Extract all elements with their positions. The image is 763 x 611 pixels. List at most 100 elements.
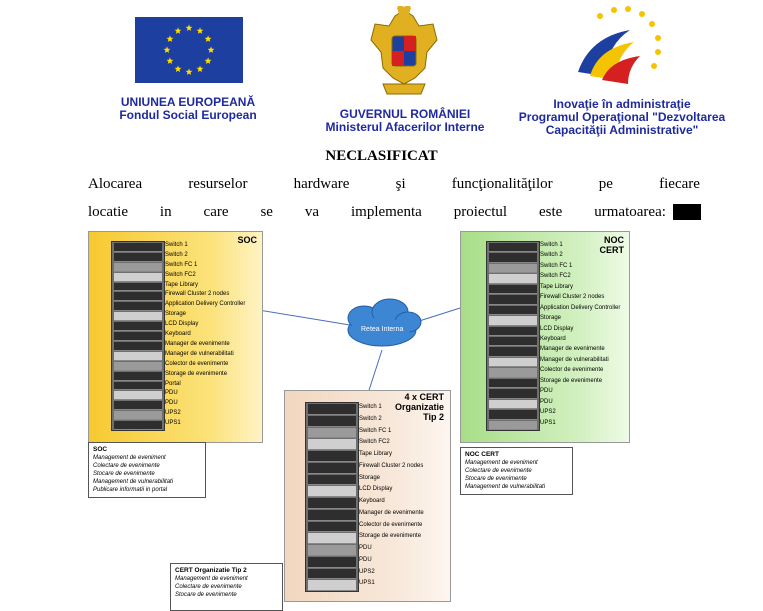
po-dca-logo [570, 2, 670, 92]
cert-device-label: Storage [359, 474, 381, 481]
gov-caption-line2: Ministerul Afacerilor Interne [325, 120, 485, 134]
soc-label: SOC [237, 235, 257, 245]
cert-device-label: UPS2 [359, 568, 375, 575]
soc-device-label: Switch FC2 [165, 271, 196, 278]
noc-device-label: Tape Library [540, 283, 574, 290]
cert-label: 4 x CERT Organizatie Tip 2 [386, 392, 444, 422]
soc-rack-unit [114, 282, 162, 292]
noc-device-label: Storage de evenimente [540, 377, 603, 384]
eu-caption-line1: UNIUNEA EUROPEANĂ [120, 95, 256, 109]
paragraph-line-2-word: este [539, 204, 563, 220]
noc-device-label: Manager de evenimente [540, 346, 605, 353]
cert-rack-unit [308, 509, 356, 521]
noc-rack [486, 241, 540, 431]
cert-device-label: Tape Library [359, 451, 393, 457]
soc-device-label: UPS2 [165, 410, 181, 417]
soc-device-label: Storage de evenimente [165, 370, 228, 377]
cert-device-label: Storage de evenimente [359, 533, 422, 540]
cert-rack-unit [308, 545, 356, 556]
soc-device-label: Storage [165, 311, 187, 318]
network-label: Retea Interna [361, 326, 404, 333]
cert-device-label: LCD Display [359, 486, 393, 493]
paragraph-line-2-word: va [304, 204, 320, 220]
soc-legend-item: Management de vulnerabilitati [93, 479, 174, 485]
po-caption-line3: Capacităţii Administrative" [545, 123, 699, 137]
paragraph-line-2-word: implementa [350, 204, 422, 220]
paragraph-line-2-word: care [203, 204, 229, 220]
soc-rack-unit [114, 322, 162, 332]
noc-device-label: Keyboard [540, 336, 566, 342]
noc-rack-unit [489, 274, 537, 284]
cert-label-line1: 4 x CERT [404, 392, 444, 402]
soc-device-label: Firewall Cluster 2 nodes [165, 291, 230, 298]
noc-rack-unit [489, 263, 537, 274]
soc-rack-unit [114, 262, 162, 272]
eu-star-icon [174, 27, 182, 34]
noc-rack-unit [489, 389, 537, 399]
noc-legend-item: Stocare de evenimente [465, 476, 527, 482]
cert-legend-item: Stocare de evenimente [175, 592, 237, 598]
po-caption: Inovaţie în administraţie Programul Oper… [505, 98, 739, 137]
soc-rack-unit [114, 371, 162, 381]
soc-device-label: Manager de evenimente [165, 340, 230, 347]
soc-device-label: Switch 2 [165, 251, 188, 258]
paragraph-line-1-word: pe [598, 176, 613, 192]
noc-rack-unit [489, 399, 537, 410]
cert-rack-unit [308, 486, 356, 497]
paragraph-line-2-word: locatie [88, 204, 128, 220]
eu-star-icon [196, 65, 204, 72]
noc-rack-unit [489, 368, 537, 378]
noc-device-label: PDU [540, 398, 553, 405]
paragraph-line-1-word: resurselor [188, 176, 248, 192]
noc-device-label: Switch FC2 [540, 273, 571, 280]
paragraph-line-1-word: hardware [293, 176, 350, 192]
soc-rack-unit [114, 341, 162, 351]
noc-rack-unit [489, 337, 537, 347]
soc-rack-unit [114, 381, 162, 391]
eu-star-icon [174, 65, 182, 72]
soc-rack-unit [114, 391, 162, 401]
soc-device-label: Switch FC 1 [165, 261, 198, 268]
noc-rack-unit [489, 378, 537, 389]
soc-rack-unit [114, 292, 162, 302]
soc-rack-unit [114, 272, 162, 282]
cert-rack-unit [308, 451, 356, 462]
noc-rack-unit [489, 284, 537, 295]
eagle-icon [370, 4, 438, 95]
noc-rack-unit [489, 295, 537, 305]
noc-device-label: UPS1 [540, 419, 556, 426]
soc-rack-unit [114, 361, 162, 371]
soc-device-label: Colector de evenimente [165, 360, 229, 367]
cert-label-line2: Organizatie [394, 402, 444, 412]
paragraph-line-1-word: funcţionalităţilor [451, 176, 553, 192]
cert-device-label: Switch 1 [359, 404, 382, 410]
eu-star-icon [185, 24, 193, 31]
noc-device-label: UPS2 [540, 409, 556, 416]
noc-device-label: Switch 1 [540, 242, 563, 248]
soc-device-label: Keyboard [165, 331, 191, 338]
soc-device-label: Application Delivery Controller [165, 301, 246, 308]
noc-rack-unit [489, 253, 537, 263]
noc-label-line1: NOC [604, 235, 624, 245]
cert-rack-unit [308, 415, 356, 427]
gov-caption: GUVERNUL ROMÂNIEI Ministerul Afacerilor … [305, 108, 505, 134]
soc-legend-item: Stocare de evenimente [93, 471, 155, 477]
cert-device-label: PDU [359, 545, 372, 551]
noc-rack-unit [489, 410, 537, 420]
cert-device-label: Colector de evenimente [359, 521, 423, 528]
cert-rack-unit [308, 521, 356, 533]
cert-rack-unit [308, 533, 356, 544]
eu-star-icon [185, 68, 193, 75]
cloud-icon [347, 298, 422, 347]
noc-rack-unit [489, 305, 537, 316]
eu-star-icon [204, 35, 212, 42]
noc-label: NOC CERT [580, 235, 625, 255]
cert-rack-unit [308, 498, 356, 509]
noc-rack-unit [489, 316, 537, 326]
eu-caption: UNIUNEA EUROPEANĂ Fondul Social European [100, 96, 276, 122]
soc-legend-title: SOC [93, 446, 108, 453]
noc-device-label: Storage [540, 315, 562, 322]
